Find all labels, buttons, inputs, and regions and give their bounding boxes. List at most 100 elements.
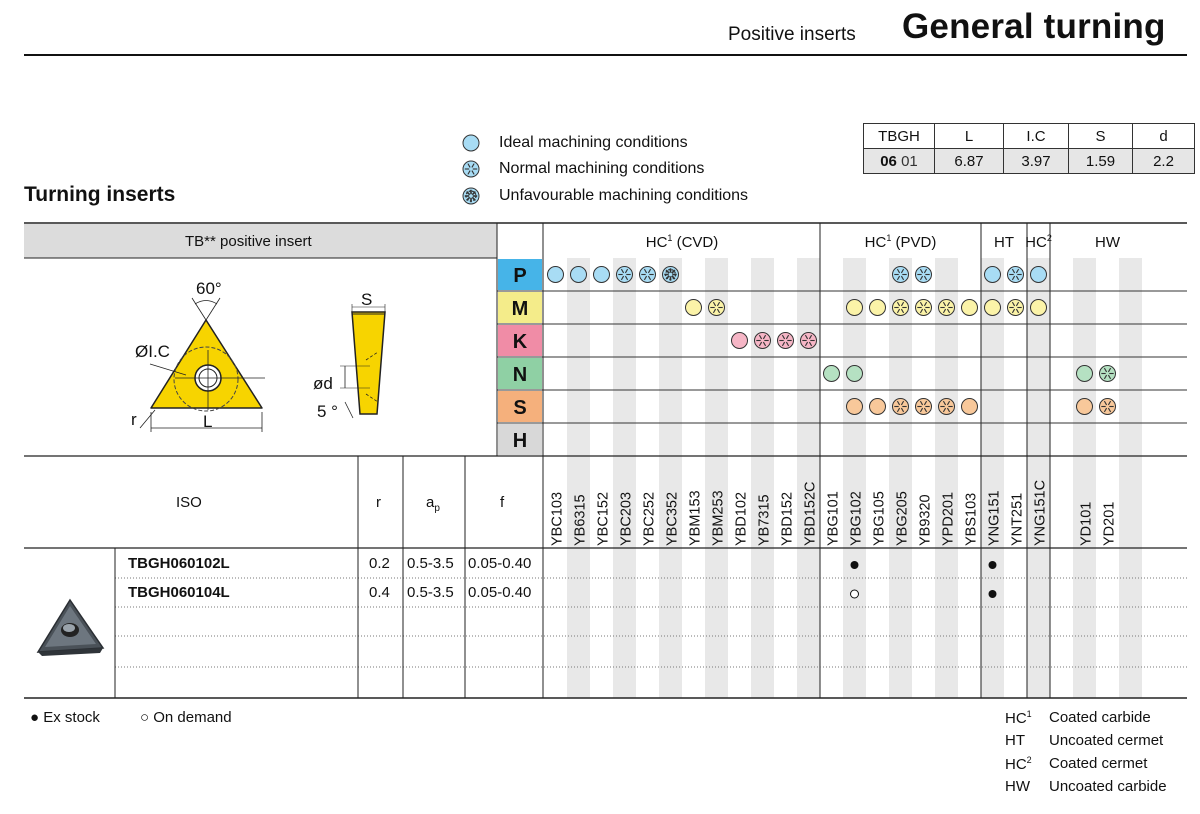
group-label-hc: HC1 (PVD): [865, 233, 937, 251]
grade-label-ybc352: YBC352: [665, 492, 681, 546]
material-letter-m: M: [512, 298, 529, 320]
spec-header-l: L: [934, 123, 1004, 149]
material-cell-k: [498, 325, 542, 356]
ideal-circle-icon: [823, 365, 840, 382]
normal-flower-icon: [938, 299, 955, 316]
grade-column-stripe: [935, 258, 958, 698]
normal-flower-icon: [1099, 398, 1116, 415]
spec-l-value: 6.87: [934, 148, 1004, 174]
footer-ex-stock: ● Ex stock: [30, 709, 100, 726]
normal-flower-icon: [800, 332, 817, 349]
grade-column-stripe: [751, 258, 774, 698]
ideal-circle-icon: [593, 266, 610, 283]
ex-stock-dot: [988, 561, 997, 569]
ideal-circle-icon: [846, 365, 863, 382]
material-letter-k: K: [513, 331, 528, 353]
ideal-circle-icon: [731, 332, 748, 349]
spec-ic-value: 3.97: [1003, 148, 1069, 174]
grade-label-ynt251: YNT251: [1010, 493, 1026, 546]
normal-flower-icon: [892, 398, 909, 415]
on-demand-dot: [850, 589, 859, 599]
inscribed-circle: [173, 346, 239, 412]
spec-code-corner: 01: [901, 152, 918, 170]
ideal-circle-icon: [869, 398, 886, 415]
row-2-r: 0.4: [369, 584, 390, 601]
grade-label-yd101: YD101: [1079, 502, 1095, 546]
insert-photo: [36, 598, 105, 656]
material-letter-s: S: [513, 397, 526, 419]
row-2-ap: 0.5-3.5: [407, 584, 454, 601]
material-cell-m: [498, 292, 542, 323]
header-rule: [24, 54, 1187, 56]
normal-flower-icon: [892, 299, 909, 316]
spec-header-ic: I.C: [1003, 123, 1069, 149]
ideal-circle-icon: [869, 299, 886, 316]
col-header-r: r: [376, 494, 381, 511]
normal-flower-icon: [777, 332, 794, 349]
row-1-iso: TBGH060102L: [128, 555, 230, 572]
row-1-r: 0.2: [369, 555, 390, 572]
normal-flower-icon: [892, 266, 909, 283]
grade-label-ybg101: YBG101: [826, 491, 842, 546]
legend-ideal-label: Ideal machining conditions: [499, 134, 688, 151]
spec-d-value: 2.2: [1132, 148, 1195, 174]
unfavourable-flower-glyph: [462, 187, 480, 205]
normal-flower-icon: [616, 266, 633, 283]
insert-side-view: [351, 311, 386, 415]
glossary-desc-3: Coated cermet: [1049, 755, 1148, 772]
group-label-hw: HW: [1095, 234, 1121, 251]
ideal-circle-icon: [1030, 266, 1047, 283]
spec-header-d: d: [1132, 123, 1195, 149]
normal-flower-icon: [1007, 266, 1024, 283]
ideal-circle-icon: [961, 398, 978, 415]
grade-column-stripe: [613, 258, 636, 698]
normal-flower-icon: [915, 299, 932, 316]
grade-label-yd201: YD201: [1102, 502, 1118, 546]
grade-label-ybg105: YBG105: [872, 491, 888, 546]
normal-flower-icon: [754, 332, 771, 349]
ideal-circle-icon: [1030, 299, 1047, 316]
row-1-ap: 0.5-3.5: [407, 555, 454, 572]
spec-s-value: 1.59: [1068, 148, 1133, 174]
footer-on-demand: ○ On demand: [140, 709, 232, 726]
insert-top-view: [150, 319, 263, 409]
normal-flower-icon: [938, 398, 955, 415]
normal-flower-icon: [1007, 299, 1024, 316]
drawing-r-label: r: [131, 410, 137, 429]
glossary-code-2: HT: [1005, 732, 1025, 749]
grade-label-yng151: YNG151: [987, 490, 1003, 546]
spec-code: 06 01: [863, 148, 935, 174]
chart-frame: [24, 222, 1187, 699]
grade-column-stripe: [567, 258, 590, 698]
ex-stock-dot: [850, 561, 859, 569]
insert-header-band: [24, 224, 497, 258]
unfavourable-flower-icon: [462, 187, 480, 205]
material-cell-h: [498, 424, 542, 455]
legend-unfavourable-label: Unfavourable machining conditions: [499, 187, 749, 204]
group-label-hc: HC1 (CVD): [646, 233, 719, 251]
grade-column-stripe: [705, 258, 728, 698]
normal-flower-icon: [639, 266, 656, 283]
grade-column-stripe: [659, 258, 682, 698]
ex-stock-dot: [988, 590, 997, 598]
ideal-circle-icon: [846, 299, 863, 316]
glossary-code-1: HC1: [1005, 709, 1032, 727]
grade-column-stripe: [797, 258, 820, 698]
normal-flower-icon: [462, 160, 480, 178]
spec-header-s: S: [1068, 123, 1133, 149]
section-title: Turning inserts: [24, 183, 176, 206]
group-label-ht: HT: [994, 234, 1014, 251]
grade-label-yb7315: YB7315: [757, 494, 773, 546]
group-header-band: [543, 224, 1187, 258]
grade-label-ybd152c: YBD152C: [803, 482, 819, 546]
material-letter-n: N: [513, 364, 527, 386]
grade-column-stripe: [1119, 258, 1142, 698]
grade-label-yb9320: YB9320: [918, 494, 934, 546]
material-cell-n: [498, 358, 542, 389]
ideal-circle-icon: [1076, 398, 1093, 415]
glossary-desc-4: Uncoated carbide: [1049, 778, 1167, 795]
col-header-ap-main: a: [426, 494, 435, 511]
normal-flower-icon: [1099, 365, 1116, 382]
grade-label-ybd102: YBD102: [734, 492, 750, 546]
